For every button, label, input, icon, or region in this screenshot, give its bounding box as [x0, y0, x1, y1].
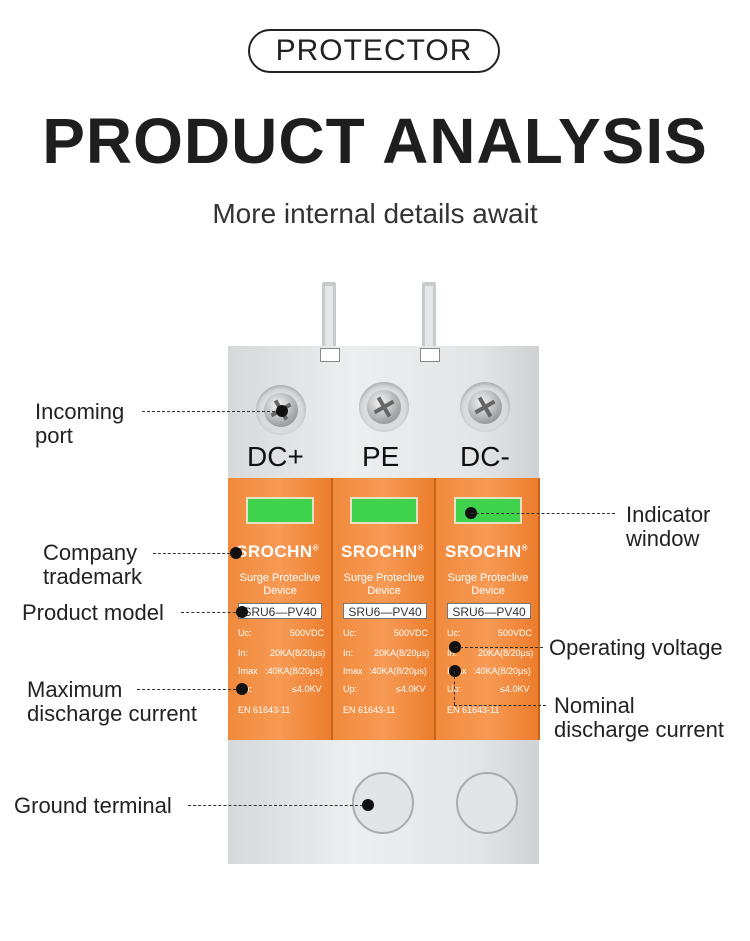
page-subtitle: More internal details await — [212, 198, 538, 229]
pin-slot-right — [420, 348, 440, 362]
leader-nominal-discharge — [454, 705, 546, 706]
label-product-model: Product model — [22, 600, 164, 625]
spec-key: Imax — [238, 666, 258, 676]
brand-logo-3: SROCHN® — [445, 542, 529, 561]
spec-key: Uc: — [238, 628, 252, 638]
terminal-label-pe: PE — [362, 441, 400, 472]
callout-dot — [236, 683, 248, 695]
terminal-label-dc-plus: DC+ — [247, 441, 304, 472]
spec-key: In: — [343, 648, 354, 658]
leader-indicator-window — [471, 513, 615, 514]
protector-badge: PROTECTOR — [248, 29, 500, 73]
spec-value: ≤4.0KV — [396, 684, 426, 694]
callout-dot — [276, 405, 288, 417]
label-operating-voltage: Operating voltage — [549, 635, 723, 660]
ground-terminal-hole — [352, 772, 414, 834]
spec-value: :40KA(8/20μs) — [369, 666, 427, 676]
callout-dot — [362, 799, 374, 811]
spec-key: Uc: — [343, 628, 357, 638]
model-box-2: SRU6—PV40 — [343, 603, 427, 619]
screw-icon — [367, 390, 401, 424]
spec-key: In: — [447, 648, 458, 658]
brand-logo-1: SROCHN® — [236, 542, 320, 561]
page-title: PRODUCT ANALYSIS — [42, 105, 708, 177]
terminal-hole — [456, 772, 518, 834]
brand-logo-2: SROCHN® — [341, 542, 425, 561]
spec-key: In: — [238, 648, 249, 658]
label-ground-terminal: Ground terminal — [14, 793, 172, 818]
spec-key: Uc: — [447, 628, 461, 638]
screw-icon — [468, 390, 502, 424]
spec-value: ≤4.0KV — [292, 684, 322, 694]
spec-value: 500VDC — [498, 628, 533, 638]
standard-text: EN 61643-11 — [343, 705, 396, 715]
spec-value: 20KA(8/20μs) — [478, 648, 534, 658]
callout-dot — [236, 606, 248, 618]
top-pin-right — [422, 282, 436, 352]
spec-value: 500VDC — [394, 628, 429, 638]
callout-dot — [449, 665, 461, 677]
indicator-window-2 — [350, 497, 418, 524]
leader-nominal-vertical — [454, 671, 455, 705]
spec-value: 500VDC — [290, 628, 325, 638]
spec-value: :40KA(8/20μs) — [473, 666, 531, 676]
leader-product-model — [181, 612, 241, 613]
pin-slot-left — [320, 348, 340, 362]
indicator-window-3 — [454, 497, 522, 524]
indicator-window-1 — [246, 497, 314, 524]
model-box-1: SRU6—PV40 — [238, 603, 322, 619]
spec-value: 20KA(8/20μs) — [270, 648, 326, 658]
callout-dot — [230, 547, 242, 559]
leader-operating-voltage — [455, 647, 543, 648]
standard-text: EN 61643-11 — [238, 705, 291, 715]
leader-incoming-port — [142, 411, 280, 412]
standard-text: EN 61643-11 — [447, 705, 500, 715]
leader-ground-terminal — [188, 805, 368, 806]
spec-key: Imax — [343, 666, 363, 676]
spec-value: 20KA(8/20μs) — [374, 648, 430, 658]
spec-key: Up: — [343, 684, 358, 694]
model-box-3: SRU6—PV40 — [447, 603, 531, 619]
terminal-label-dc-minus: DC- — [460, 441, 510, 472]
leader-max-discharge — [137, 689, 241, 690]
spec-value: ≤4.0KV — [500, 684, 530, 694]
leader-company-trademark — [153, 553, 235, 554]
spec-value: :40KA(8/20μs) — [265, 666, 323, 676]
top-pin-left — [322, 282, 336, 352]
